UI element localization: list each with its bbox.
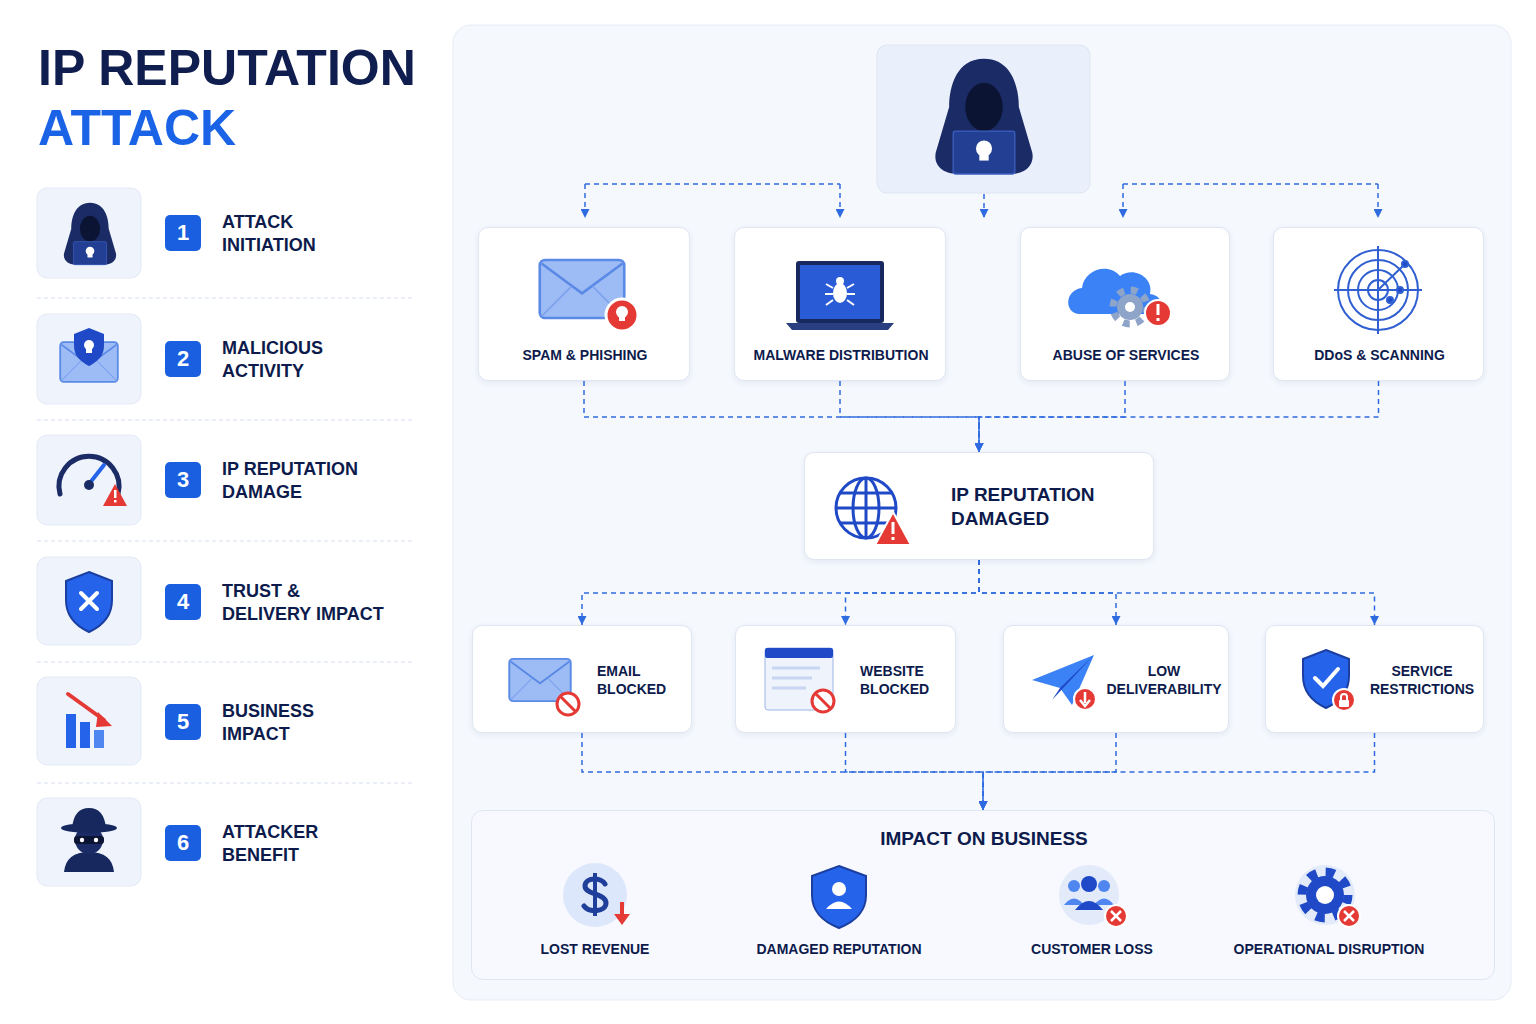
impact-label: DAMAGED REPUTATION — [756, 941, 921, 957]
falling-bars-icon — [66, 694, 112, 748]
attacker-tile — [877, 45, 1090, 193]
cloud-abuse-icon — [1068, 269, 1171, 326]
box-label: SERVICE RESTRICTIONS — [1364, 663, 1480, 698]
callout-number: 4 — [165, 584, 201, 620]
box-label: MALWARE DISTRIBUTION — [743, 347, 939, 365]
impact-box: SERVICE RESTRICTIONS — [1265, 625, 1484, 733]
impact-label: LOST REVENUE — [541, 941, 650, 957]
step-label: MALICIOUS ACTIVITY — [222, 337, 372, 382]
flow-connector — [840, 381, 979, 452]
gauge-icon — [59, 456, 127, 506]
box-label: DDoS & SCANNING — [1282, 347, 1477, 365]
row-separators — [37, 298, 414, 783]
box-label: WEBSITE BLOCKED — [860, 663, 946, 698]
box-label: IP REPUTATION DAMAGED — [951, 483, 1141, 531]
callout-number: 1 — [165, 215, 201, 251]
flow-connector — [979, 560, 1375, 625]
impact-box: EMAIL BLOCKED — [472, 625, 692, 733]
box-label: EMAIL BLOCKED — [597, 663, 681, 698]
revenue-icon — [563, 863, 630, 927]
flow-connector — [582, 560, 979, 625]
globe-warning-icon — [836, 478, 911, 545]
paper-plane-icon — [1032, 655, 1096, 710]
step-label: TRUST & DELIVERY IMPACT — [222, 580, 394, 625]
spy-icon — [61, 808, 117, 872]
title: IP REPUTATION ATTACK — [38, 38, 438, 158]
operations-gear-icon — [1295, 865, 1360, 927]
step-icon-tiles — [37, 188, 141, 886]
callout-number: 5 — [165, 704, 201, 740]
callout-number: 2 — [165, 341, 201, 377]
email-blocked-icon — [509, 659, 579, 715]
hacker-illustration — [935, 59, 1032, 174]
main-panel — [453, 25, 1511, 1000]
impact-label: CUSTOMER LOSS — [1031, 941, 1153, 957]
step-label: ATTACK INITIATION — [222, 211, 372, 256]
step-label: IP REPUTATION DAMAGE — [222, 458, 372, 503]
box-label: ABUSE OF SERVICES — [1029, 347, 1223, 365]
hacker-icon — [64, 203, 116, 265]
flow-connector — [983, 733, 1375, 810]
flow-connector — [584, 381, 979, 452]
box-label: LOW DELIVERABILITY — [1104, 663, 1224, 698]
attacker-fanout-lines — [585, 184, 1378, 218]
customers-icon — [1059, 865, 1127, 927]
flow-connector — [582, 733, 983, 810]
shield-x-icon — [66, 572, 112, 632]
box-label: SPAM & PHISHING — [487, 347, 683, 365]
step-label: BUSINESS IMPACT — [222, 700, 372, 745]
malware-laptop-icon — [786, 261, 894, 330]
reputation-box: IP REPUTATION DAMAGED — [804, 452, 1154, 560]
flow-connector — [846, 733, 984, 810]
callout-number: 3 — [165, 462, 201, 498]
panel-heading: IMPACT ON BUSINESS — [472, 827, 1496, 851]
step-label: ATTACKER BENEFIT — [222, 821, 372, 866]
malicious-mail-icon — [60, 328, 118, 382]
website-blocked-icon — [765, 648, 834, 712]
reputation-shield-icon — [812, 866, 866, 928]
flow-connector — [846, 560, 980, 625]
shield-lock-icon — [1303, 650, 1355, 711]
spam-icon — [540, 260, 638, 331]
callout-number: 6 — [165, 825, 201, 861]
impact-label: OPERATIONAL DISRUPTION — [1234, 941, 1425, 957]
radar-icon — [1334, 246, 1422, 334]
flow-connector — [979, 381, 1379, 452]
step-row: 5 BUSINESS IMPACT — [37, 677, 417, 767]
